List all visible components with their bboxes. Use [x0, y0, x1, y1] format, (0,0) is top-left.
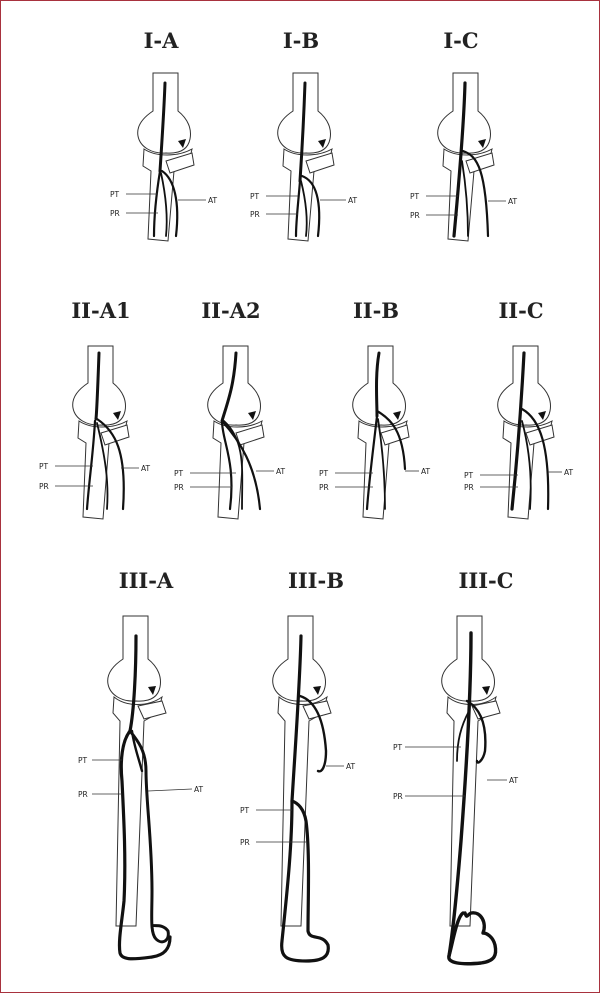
knee-diagram: PT PR AT [31, 291, 161, 531]
at-label: AT [564, 468, 574, 477]
pr-label: PR [250, 210, 260, 219]
pr-label: PR [319, 483, 329, 492]
at-label: AT [208, 196, 218, 205]
knee-diagram: PT PR AT [96, 21, 226, 251]
pr-label: PR [464, 483, 474, 492]
pt-label: PT [319, 469, 329, 478]
panel-III-B: III-B PT PR AT [226, 561, 386, 981]
at-label: AT [141, 464, 151, 473]
pr-label: PR [174, 483, 184, 492]
panel-I-A: I-A PT PR AT [96, 21, 226, 251]
at-label: AT [194, 785, 204, 794]
knee-diagram: PT PR AT [396, 21, 526, 251]
pt-label: PT [110, 190, 120, 199]
pt-label: PT [250, 192, 260, 201]
leg-diagram: PT PR AT [226, 561, 386, 981]
panel-II-A2: II-A2 PT PR AT [166, 291, 296, 531]
at-label: AT [348, 196, 358, 205]
knee-diagram: PT PR AT [311, 291, 441, 531]
at-label: AT [421, 467, 431, 476]
tibia [113, 697, 162, 926]
pt-label: PT [240, 806, 250, 815]
pt-label: PT [174, 469, 184, 478]
pt-label: PT [39, 462, 49, 471]
panel-III-C: III-C PT PR AT [391, 561, 551, 981]
leg-diagram: PT PR AT [66, 561, 226, 981]
knee-diagram: PT PR AT [456, 291, 586, 531]
pr-label: PR [110, 209, 120, 218]
panel-III-A: III-A PT PR AT [66, 561, 226, 981]
panel-II-A1: II-A1 PT PR AT [31, 291, 161, 531]
pt-label: PT [78, 756, 88, 765]
pt-label: PT [393, 743, 403, 752]
panel-I-B: I-B PT PR AT [236, 21, 366, 251]
at-label: AT [509, 776, 519, 785]
pt-label: PT [464, 471, 474, 480]
panel-II-B: II-B PT PR AT [311, 291, 441, 531]
tibia [447, 697, 496, 926]
knee-diagram: PT PR AT [166, 291, 296, 531]
at-label: AT [276, 467, 286, 476]
pr-label: PR [410, 211, 420, 220]
pr-label: PR [39, 482, 49, 491]
at-label: AT [346, 762, 356, 771]
pr-label: PR [78, 790, 88, 799]
pt-label: PT [410, 192, 420, 201]
pr-label: PR [393, 792, 403, 801]
knee-diagram: PT PR AT [236, 21, 366, 251]
at-label: AT [508, 197, 518, 206]
pr-label: PR [240, 838, 250, 847]
panel-I-C: I-C PT PR AT [396, 21, 526, 251]
panel-II-C: II-C PT PR AT [456, 291, 586, 531]
leg-diagram: PT PR AT [391, 561, 551, 981]
